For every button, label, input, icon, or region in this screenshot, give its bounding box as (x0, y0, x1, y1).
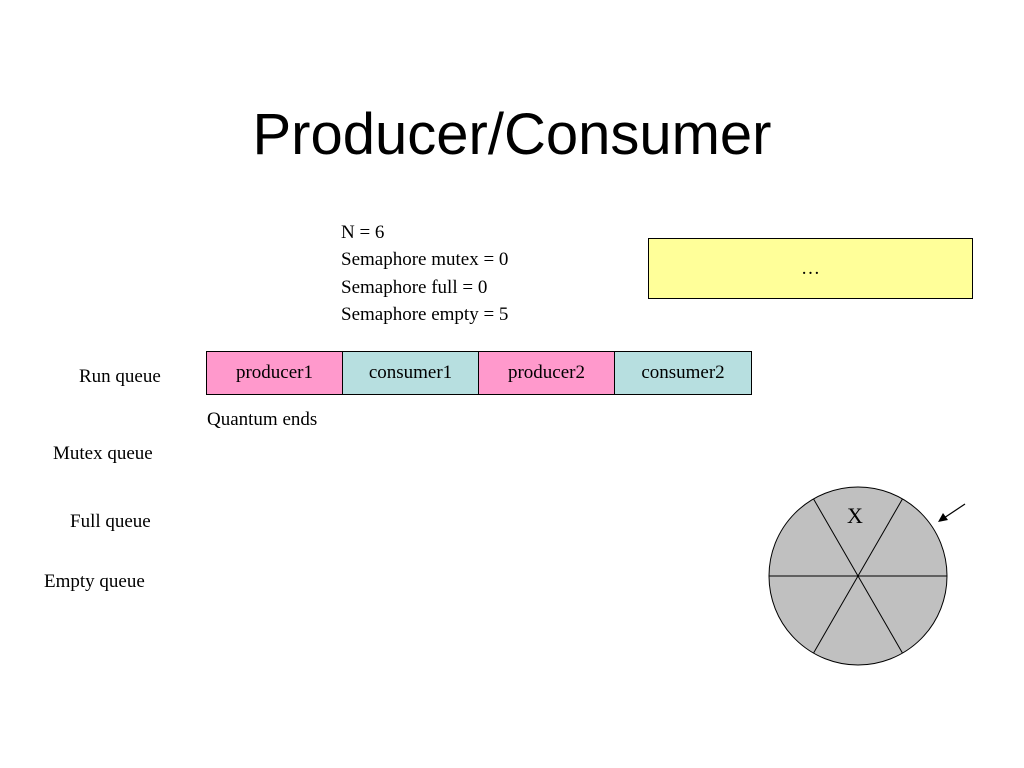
buffer-box: … (648, 238, 973, 299)
run-queue-label: Run queue (79, 366, 161, 387)
full-queue-label: Full queue (70, 511, 151, 532)
process-label: producer2 (507, 362, 586, 383)
state-line-empty: Semaphore empty = 5 (341, 303, 509, 325)
run-queue-item-producer1: producer1 (207, 352, 343, 394)
ring-divider (813, 498, 859, 577)
state-line-full: Semaphore full = 0 (341, 276, 488, 298)
state-line-mutex: Semaphore mutex = 0 (341, 249, 509, 271)
mutex-queue-label: Mutex queue (53, 443, 153, 464)
state-line-n: N = 6 (341, 222, 385, 243)
ring-buffer-slots (768, 486, 948, 666)
semaphore-state: N = 6 Semaphore mutex = 0 Semaphore full… (341, 219, 508, 328)
empty-queue-label: Empty queue (44, 571, 145, 592)
process-label: consumer2 (641, 362, 725, 383)
run-queue: producer1 consumer1 producer2 consumer2 (206, 351, 752, 395)
arrow-icon (938, 503, 966, 522)
page-title: Producer/Consumer (252, 102, 772, 167)
ring-divider (813, 575, 859, 654)
ring-buffer: X (768, 486, 966, 666)
run-queue-item-consumer2: consumer2 (615, 352, 751, 394)
ring-divider (857, 498, 903, 577)
run-queue-item-consumer1: consumer1 (343, 352, 479, 394)
run-queue-item-producer2: producer2 (479, 352, 615, 394)
process-label: consumer1 (368, 362, 453, 383)
process-label: producer1 (235, 362, 314, 383)
buffer-box-text: … (801, 257, 820, 279)
ring-divider (857, 575, 903, 654)
quantum-note: Quantum ends (207, 409, 318, 430)
ring-marker: X (847, 503, 863, 528)
